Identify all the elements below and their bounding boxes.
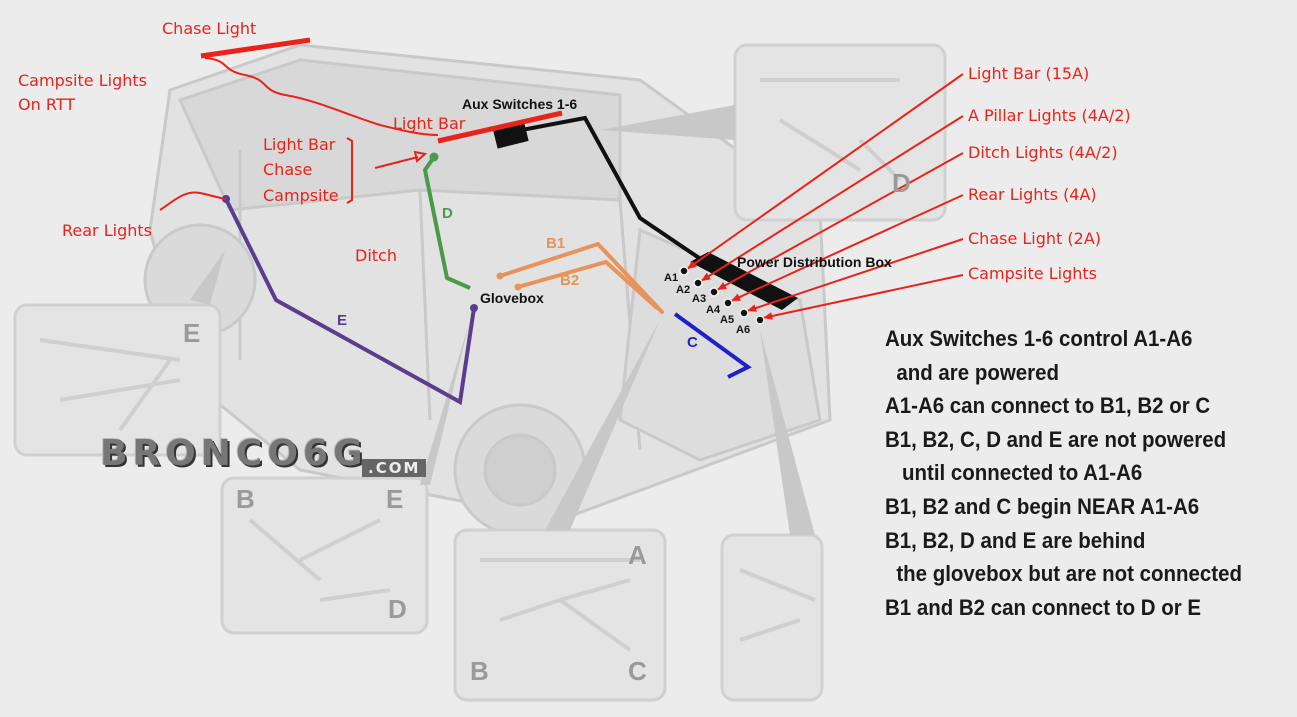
notes-block: Aux Switches 1-6 control A1-A6 and are p… [885,322,1242,624]
pin-dot-a6 [755,315,765,325]
pin-label-a6: A6 [736,324,751,336]
leader-a3 [716,152,964,291]
inset-letter-d-top: D [892,168,911,198]
leader-a4 [730,194,964,302]
inset-letter-b-bottom: B [470,656,489,686]
inset-letter-b-mid: B [236,484,255,514]
leader-arrowhead-a2 [701,272,711,281]
note-line: B1 and B2 can connect to D or E [885,594,1202,620]
inset-letter-c-bottom: C [628,656,647,686]
label-campsite-lights-line2: On RTT [18,95,76,114]
pin-dot-a1 [679,266,689,276]
pdb-pins [679,266,765,325]
note-line: and are powered [885,359,1059,385]
pin-label-a5: A5 [720,314,735,326]
leader-arrowhead-a4 [731,293,741,301]
inset-letter-d-mid: D [388,594,407,624]
inset-detail-lines [39,78,902,652]
wire-c [673,312,752,379]
annotation-strokes [159,37,563,211]
note-line: B1, B2, C, D and E are not powered [885,426,1227,452]
circuit-label-a5: Chase Light (2A) [968,229,1102,248]
inset-letter-a-bottom: A [628,540,647,570]
leader-arrowhead-a3 [717,282,727,290]
pin-label-a1: A1 [664,272,679,284]
label-chase-light: Chase Light [162,19,257,38]
leader-arrowhead-a5 [747,304,757,312]
label-rear-lights: Rear Lights [62,221,152,240]
circuit-label-a2: A Pillar Lights (4A/2) [968,106,1131,125]
leader-a5 [746,238,964,312]
circuit-label-a1: Light Bar (15A) [968,64,1090,83]
label-group-chase: Chase [263,160,313,179]
power-distribution-box [690,252,798,310]
circuit-label-a6: Campsite Lights [968,264,1097,283]
wire-label-b1: B1 [546,235,566,252]
inset-letter-e-left: E [183,318,201,348]
label-aux-switches: Aux Switches 1-6 [462,96,578,112]
note-line: the glovebox but are not connected [885,561,1242,587]
leader-arrowhead-a6 [763,312,773,320]
leader-a6 [762,274,964,319]
circuit-leaders [686,73,964,320]
pin-dot-a3 [709,287,719,297]
inset-frames [13,43,947,702]
wire-label-d: D [442,205,453,222]
pin-dot-a4 [723,298,733,308]
circuit-label-a4: Rear Lights (4A) [968,185,1097,204]
label-power-distribution-box: Power Distribution Box [737,254,892,270]
note-line: Aux Switches 1-6 control A1-A6 [885,326,1193,351]
note-line: B1, B2, D and E are behind [885,527,1146,553]
circuit-label-a3: Ditch Lights (4A/2) [968,143,1118,162]
inset-letter-e-mid: E [386,484,404,514]
bronco6g-logo: BRONCO6G .COM [100,433,450,478]
pin-dot-a2 [693,278,703,288]
label-glovebox: Glovebox [480,290,544,306]
note-line: until connected to A1-A6 [885,460,1143,486]
logo-main-text: BRONCO6G [100,433,368,474]
leader-arrowhead-a1 [687,260,697,269]
pin-label-a4: A4 [706,304,721,316]
label-group-light-bar: Light Bar [263,135,336,154]
pin-dot-a5 [739,308,749,318]
label-campsite-lights-line1: Campsite Lights [18,71,147,90]
logo-com-text: .COM [362,459,427,477]
label-light-bar: Light Bar [393,114,466,133]
note-line: B1, B2 and C begin NEAR A1-A6 [885,493,1200,519]
leader-a2 [700,115,964,282]
label-group-campsite: Campsite [263,186,339,205]
aux-wire [493,115,707,264]
wire-b1-b2 [496,241,664,314]
wire-e [224,198,476,406]
wire-label-c: C [687,334,698,351]
label-ditch: Ditch [355,246,397,265]
note-line: A1-A6 can connect to B1, B2 or C [885,393,1211,419]
wire-label-b2: B2 [560,272,580,289]
leader-a1 [686,73,964,270]
pin-label-a3: A3 [692,293,707,305]
wire-label-e: E [337,312,348,329]
wire-d [422,155,471,290]
pin-label-a2: A2 [676,284,691,296]
